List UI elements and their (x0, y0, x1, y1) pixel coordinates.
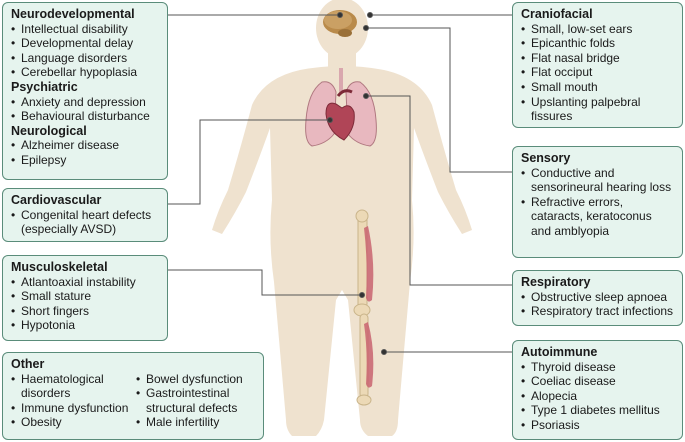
neuro-item: Language disorders (11, 51, 159, 66)
musculo-item: Small stature (11, 289, 159, 304)
neuro-item: Developmental delay (11, 36, 159, 51)
cranio-list: Small, low-set ears Epicanthic folds Fla… (521, 22, 674, 124)
auto-item: Type 1 diabetes mellitus (521, 403, 674, 418)
musculo-item: Atlantoaxial instability (11, 275, 159, 290)
cranio-item: Small, low-set ears (521, 22, 674, 37)
cranio-item: Upslanting palpebral fissures (521, 95, 674, 124)
neurological-list: Alzheimer disease Epilepsy (11, 138, 159, 167)
other-item: Bowel dysfunction (136, 372, 255, 387)
sensory-item: Conductive and sensorineural hearing los… (521, 166, 674, 195)
cardio-title: Cardiovascular (11, 193, 102, 207)
psych-list: Anxiety and depression Behavioural distu… (11, 95, 159, 124)
cardio-item: Congenital heart defects (especially AVS… (11, 208, 159, 237)
musculo-box: Musculoskeletal Atlantoaxial instability… (2, 255, 168, 341)
neuro-item: Intellectual disability (11, 22, 159, 37)
cranio-box: Craniofacial Small, low-set ears Epicant… (512, 2, 683, 128)
resp-list: Obstructive sleep apnoea Respiratory tra… (521, 290, 674, 319)
other-item: Obesity (11, 415, 130, 430)
neuro-title: Neurodevelopmental (11, 7, 135, 21)
cranio-item: Small mouth (521, 80, 674, 95)
psych-item: Anxiety and depression (11, 95, 159, 110)
heart-icon (325, 89, 355, 141)
other-list-col1: Haematological disorders Immune dysfunct… (11, 372, 130, 430)
lungs-icon (305, 68, 377, 147)
cranio-item: Flat nasal bridge (521, 51, 674, 66)
other-box: Other Haematological disorders Immune dy… (2, 352, 264, 440)
cranio-item: Epicanthic folds (521, 36, 674, 51)
auto-item: Thyroid disease (521, 360, 674, 375)
neuro-box: Neurodevelopmental Intellectual disabili… (2, 2, 168, 180)
psych-item: Behavioural disturbance (11, 109, 159, 124)
other-title: Other (11, 357, 45, 371)
sensory-list: Conductive and sensorineural hearing los… (521, 166, 674, 239)
cardio-box: Cardiovascular Congenital heart defects … (2, 188, 168, 242)
neurological-title: Neurological (11, 123, 87, 138)
auto-box: Autoimmune Thyroid disease Coeliac disea… (512, 340, 683, 440)
other-columns: Haematological disorders Immune dysfunct… (11, 372, 255, 430)
resp-item: Respiratory tract infections (521, 304, 674, 319)
sensory-box: Sensory Conductive and sensorineural hea… (512, 146, 683, 258)
resp-title: Respiratory (521, 275, 591, 289)
leg-muscles-icon (364, 226, 374, 388)
auto-item: Alopecia (521, 389, 674, 404)
auto-title: Autoimmune (521, 345, 598, 359)
other-item: Gastrointestinal structural defects (136, 386, 255, 415)
resp-item: Obstructive sleep apnoea (521, 290, 674, 305)
cranio-item: Flat occiput (521, 65, 674, 80)
musculo-item: Hypotonia (11, 318, 159, 333)
sensory-title: Sensory (521, 151, 571, 165)
neuro-item: Cerebellar hypoplasia (11, 65, 159, 80)
other-list-col2: Bowel dysfunction Gastrointestinal struc… (136, 372, 255, 430)
psych-title: Psychiatric (11, 79, 78, 94)
cranio-title: Craniofacial (521, 7, 593, 21)
other-item: Immune dysfunction (11, 401, 130, 416)
cardio-list: Congenital heart defects (especially AVS… (11, 208, 159, 237)
resp-box: Respiratory Obstructive sleep apnoea Res… (512, 270, 683, 326)
sensory-item: Refractive errors, cataracts, keratoconu… (521, 195, 674, 239)
musculo-item: Short fingers (11, 304, 159, 319)
auto-list: Thyroid disease Coeliac disease Alopecia… (521, 360, 674, 433)
neuro-list: Intellectual disability Developmental de… (11, 22, 159, 80)
musculo-title: Musculoskeletal (11, 260, 108, 274)
auto-item: Coeliac disease (521, 374, 674, 389)
other-item: Male infertility (136, 415, 255, 430)
other-item: Haematological disorders (11, 372, 130, 401)
musculo-list: Atlantoaxial instability Small stature S… (11, 275, 159, 333)
neurological-item: Epilepsy (11, 153, 159, 168)
connector-lines (168, 12, 512, 355)
auto-item: Psoriasis (521, 418, 674, 433)
neurological-item: Alzheimer disease (11, 138, 159, 153)
